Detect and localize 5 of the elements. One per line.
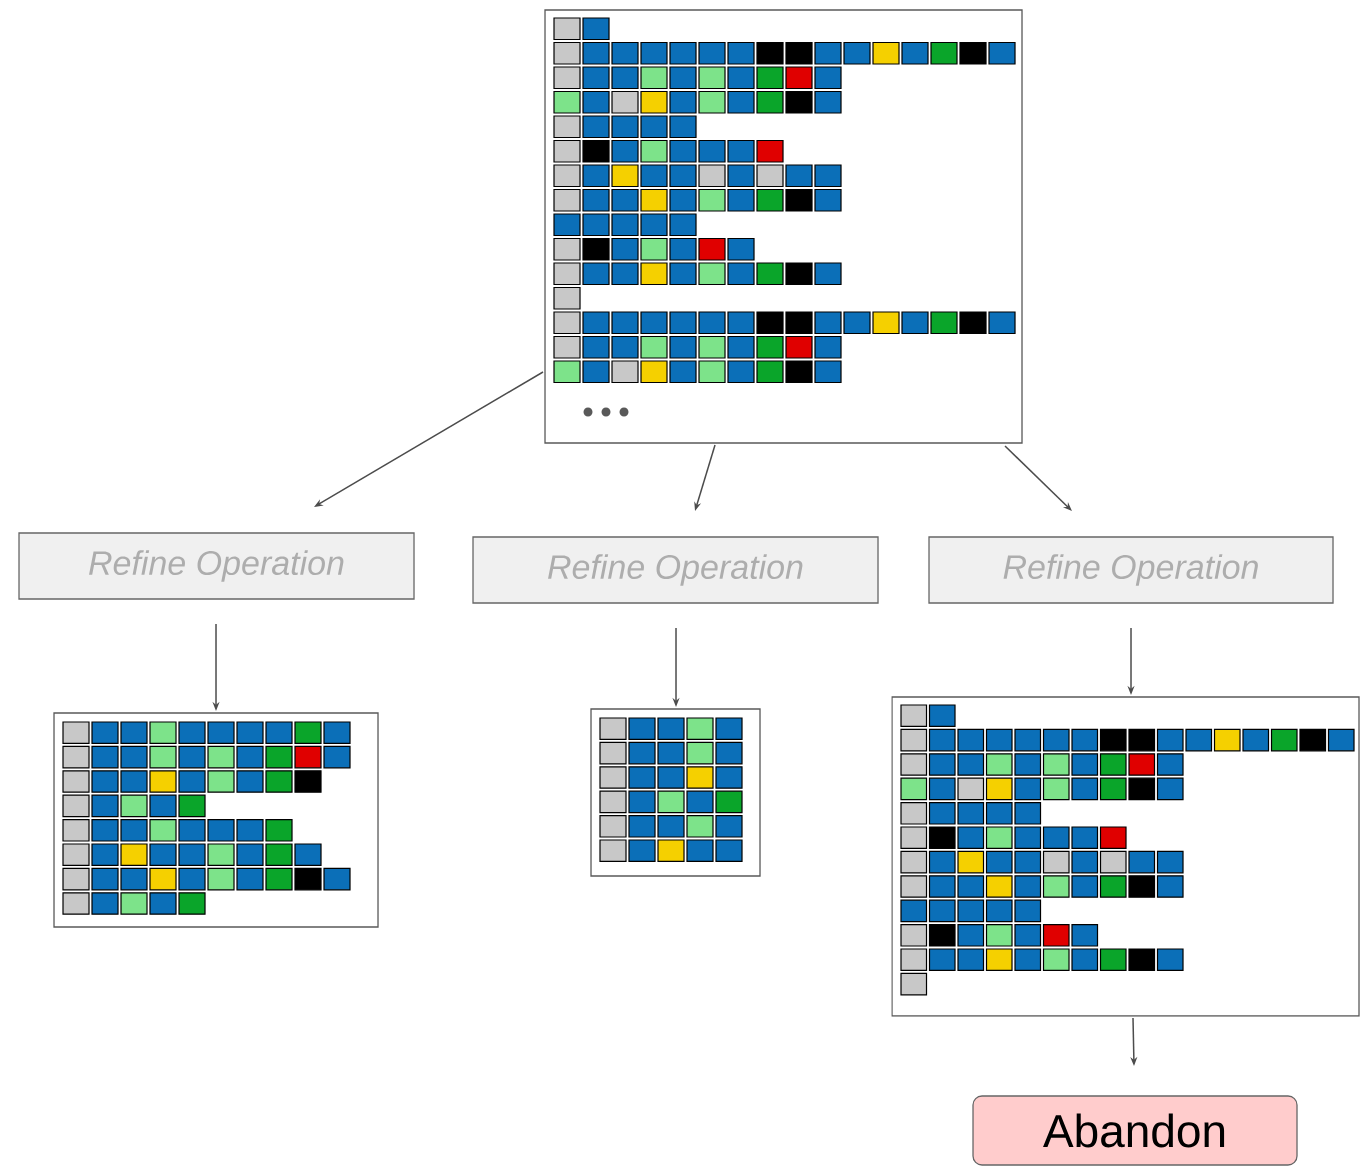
terminal-box: Abandon — [972, 1095, 1298, 1166]
arrow — [1004, 445, 1072, 511]
operation-box: Refine Operation — [928, 536, 1334, 604]
operation-box: Refine Operation — [18, 532, 415, 600]
operation-box: Refine Operation — [472, 536, 879, 604]
